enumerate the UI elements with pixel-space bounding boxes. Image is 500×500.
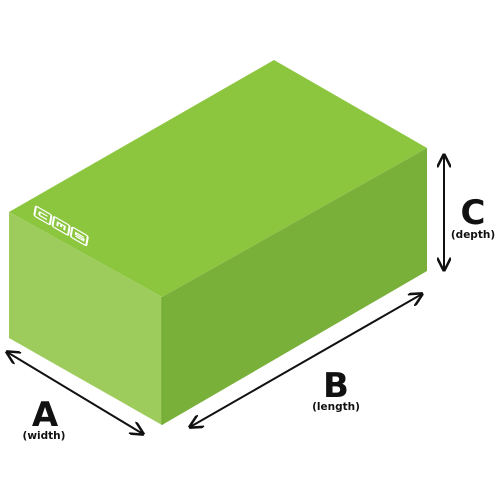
dimension-a-arrow	[7, 352, 143, 434]
cms-logo-m	[51, 216, 71, 236]
dimension-c-letter: C	[461, 193, 486, 233]
dimension-b-arrow	[190, 294, 422, 427]
dimension-b-label: (length)	[312, 401, 360, 413]
cms-logo-c	[33, 205, 53, 226]
dimension-c-label: (depth)	[451, 229, 495, 241]
cms-logo-s	[69, 226, 89, 247]
dimension-a: A (width)	[7, 352, 143, 442]
cms-logo	[33, 205, 89, 247]
box-top-face	[9, 60, 427, 297]
dimension-b-letter: B	[323, 366, 349, 406]
dimension-b: B (length)	[190, 294, 422, 427]
box	[9, 60, 427, 425]
dimension-a-label: (width)	[23, 430, 66, 442]
dimension-a-letter: A	[32, 395, 59, 435]
dimension-c: C (depth)	[444, 155, 495, 270]
